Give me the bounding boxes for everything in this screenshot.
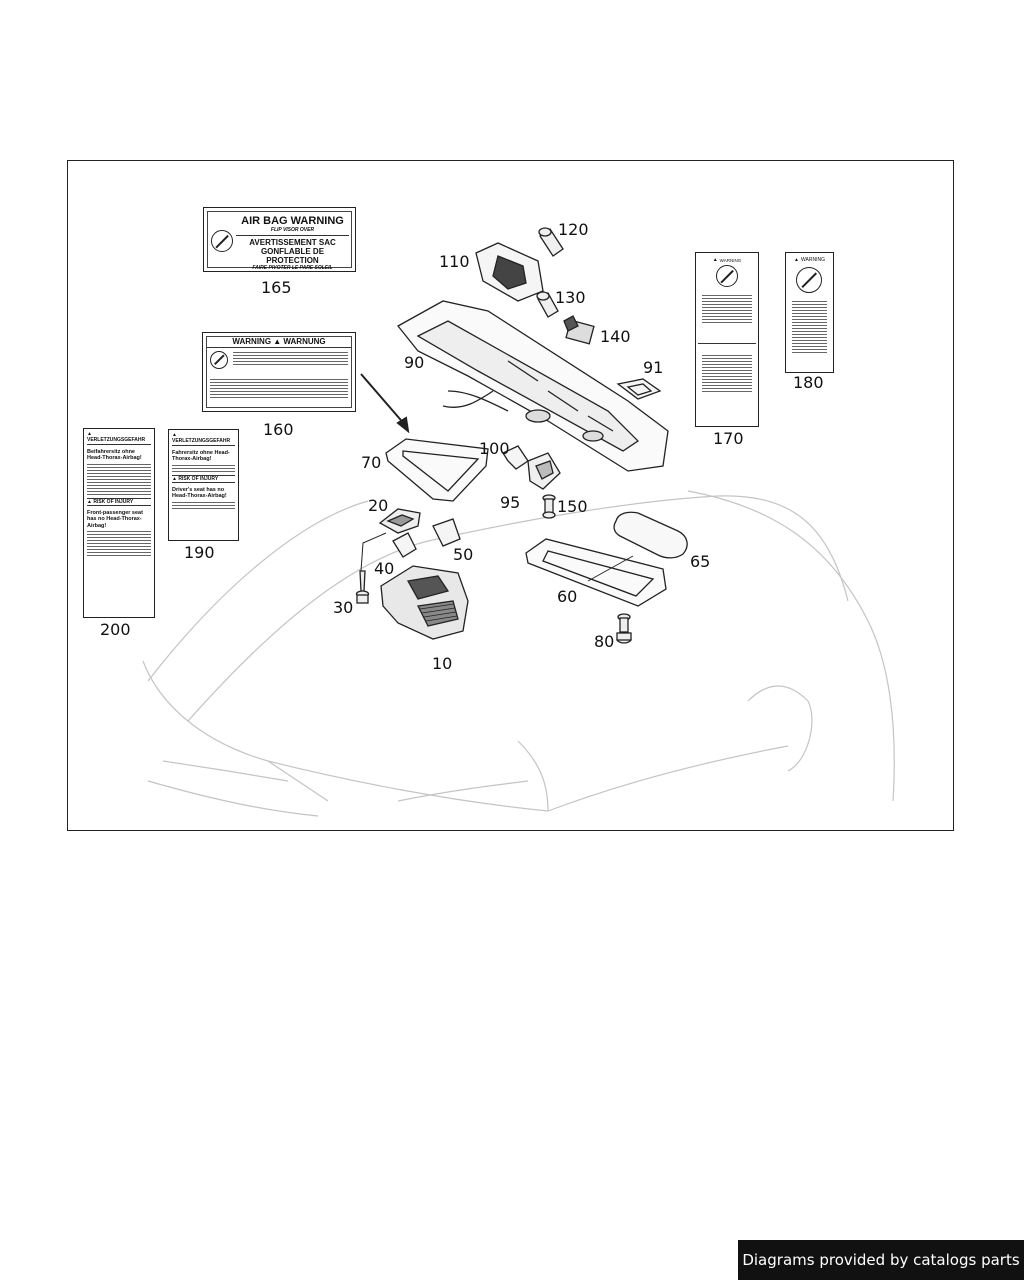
car-body-outline — [142, 490, 895, 817]
part-130-bulb — [536, 291, 559, 318]
label-200-header: VERLETZUNGSGEFAHR — [87, 437, 146, 443]
callout-65: 65 — [690, 552, 711, 571]
callout-60: 60 — [557, 587, 578, 606]
callout-30: 30 — [333, 598, 354, 617]
part-91-seal — [616, 378, 662, 400]
no-child-seat-icon — [210, 351, 228, 369]
warning-triangle-icon: ▲ — [172, 475, 177, 482]
callout-100: 100 — [479, 439, 510, 458]
label-190-fine-print — [172, 464, 235, 472]
callout-40: 40 — [374, 559, 395, 578]
part-50-bracket — [432, 518, 461, 547]
label-165-line3: AVERTISSEMENT SAC — [249, 238, 336, 247]
label-170-header: WARNING — [719, 257, 742, 263]
callout-95: 95 — [500, 493, 521, 512]
leader-line — [360, 532, 387, 572]
callout-180: 180 — [793, 373, 824, 392]
warning-triangle-icon: ▲ — [87, 498, 92, 505]
part-150-screw — [542, 494, 556, 519]
part-60-vanity-frame — [525, 538, 667, 607]
callout-10: 10 — [432, 654, 453, 673]
callout-200: 200 — [100, 620, 131, 639]
label-190-line3: Driver's seat has no Head-Thorax-Airbag! — [172, 486, 227, 500]
callout-80: 80 — [594, 632, 615, 651]
label-190-fine-print-2 — [172, 501, 235, 509]
parts-diagram-drawing — [142, 227, 895, 817]
callout-190: 190 — [184, 543, 215, 562]
label-190-line1: Fahrersitz ohne Head-Thorax-Airbag! — [172, 450, 230, 463]
label-170-warning: ▲ WARNING — [695, 252, 759, 427]
warning-triangle-icon: ▲ — [794, 257, 799, 263]
callout-150: 150 — [557, 497, 588, 516]
callout-50: 50 — [453, 545, 474, 564]
label-180-fine-print — [792, 299, 827, 355]
warning-triangle-icon: ▲ — [172, 432, 177, 438]
label-165-line5: FAIRE PIVOTER LE PARE SOLEIL — [252, 265, 333, 271]
label-200-line1: Beifahrersitz ohne Head-Thorax-Airbag! — [87, 449, 142, 462]
part-65-mirror-glass — [613, 511, 688, 559]
part-120-bulb — [538, 227, 564, 257]
label-165-line4: GONFLABLE DE PROTECTION — [260, 247, 325, 265]
label-180-warning: ▲ WARNING — [785, 252, 834, 373]
callout-130: 130 — [555, 288, 586, 307]
part-40-bracket — [392, 532, 417, 558]
footer-text: Diagrams provided by catalogs parts — [742, 1251, 1020, 1269]
label-200-injury-warning: ▲ VERLETZUNGSGEFAHR Beifahrersitz ohne H… — [83, 428, 155, 618]
callout-20: 20 — [368, 496, 389, 515]
callout-160: 160 — [263, 420, 294, 439]
part-80-screw — [616, 613, 632, 644]
label-200-fine-print — [87, 463, 151, 495]
label-160-warning: WARNING ▲ WARNUNG — [202, 332, 356, 412]
no-child-seat-icon — [211, 230, 233, 252]
part-90-overhead-console-base — [397, 300, 669, 472]
warning-triangle-icon: ▲ — [712, 257, 718, 263]
part-20-holder — [378, 508, 421, 534]
label-170-fine-print-2 — [702, 353, 752, 394]
callout-170: 170 — [713, 429, 744, 448]
diagram-frame: AIR BAG WARNING FLIP VISOR OVER AVERTISS… — [67, 160, 954, 831]
label-165-title: AIR BAG WARNING — [241, 215, 344, 227]
part-10-console-unit — [380, 565, 469, 640]
label-170-fine-print — [702, 293, 752, 325]
pointer-arrow — [360, 373, 410, 434]
label-200-line3: Front-passenger seat has no Head-Thorax-… — [87, 509, 143, 529]
label-180-header: WARNING — [800, 257, 825, 263]
callout-90: 90 — [404, 353, 425, 372]
label-165-line2: FLIP VISOR OVER — [270, 227, 315, 233]
part-100-clip — [502, 445, 529, 470]
no-child-seat-icon — [796, 267, 822, 293]
callout-165: 165 — [261, 278, 292, 297]
callout-120: 120 — [558, 220, 589, 239]
callout-110: 110 — [439, 252, 470, 271]
callout-91: 91 — [643, 358, 664, 377]
callout-140: 140 — [600, 327, 631, 346]
label-190-line2: RISK OF INJURY — [178, 475, 219, 482]
part-70-mirror-frame — [385, 438, 489, 502]
label-190-injury-warning: ▲ VERLETZUNGSGEFAHR Fahrersitz ohne Head… — [168, 429, 239, 541]
callout-70: 70 — [361, 453, 382, 472]
warning-triangle-icon: ▲ — [87, 431, 92, 437]
part-95-bracket — [527, 452, 561, 490]
no-child-seat-icon — [716, 265, 738, 287]
label-200-line2: RISK OF INJURY — [93, 498, 134, 505]
label-160-title: WARNING ▲ WARNUNG — [207, 337, 351, 348]
part-140-socket — [563, 315, 595, 345]
label-160-fine-print — [233, 350, 348, 367]
part-30-screw — [355, 570, 370, 604]
label-160-fine-print-2 — [210, 377, 348, 400]
part-110-lamp-housing — [475, 242, 544, 302]
footer-attribution: Diagrams provided by catalogs parts — [738, 1240, 1024, 1280]
label-200-fine-print-2 — [87, 531, 151, 557]
label-190-header: VERLETZUNGSGEFAHR — [172, 438, 231, 444]
label-165-airbag-warning: AIR BAG WARNING FLIP VISOR OVER AVERTISS… — [203, 207, 356, 272]
